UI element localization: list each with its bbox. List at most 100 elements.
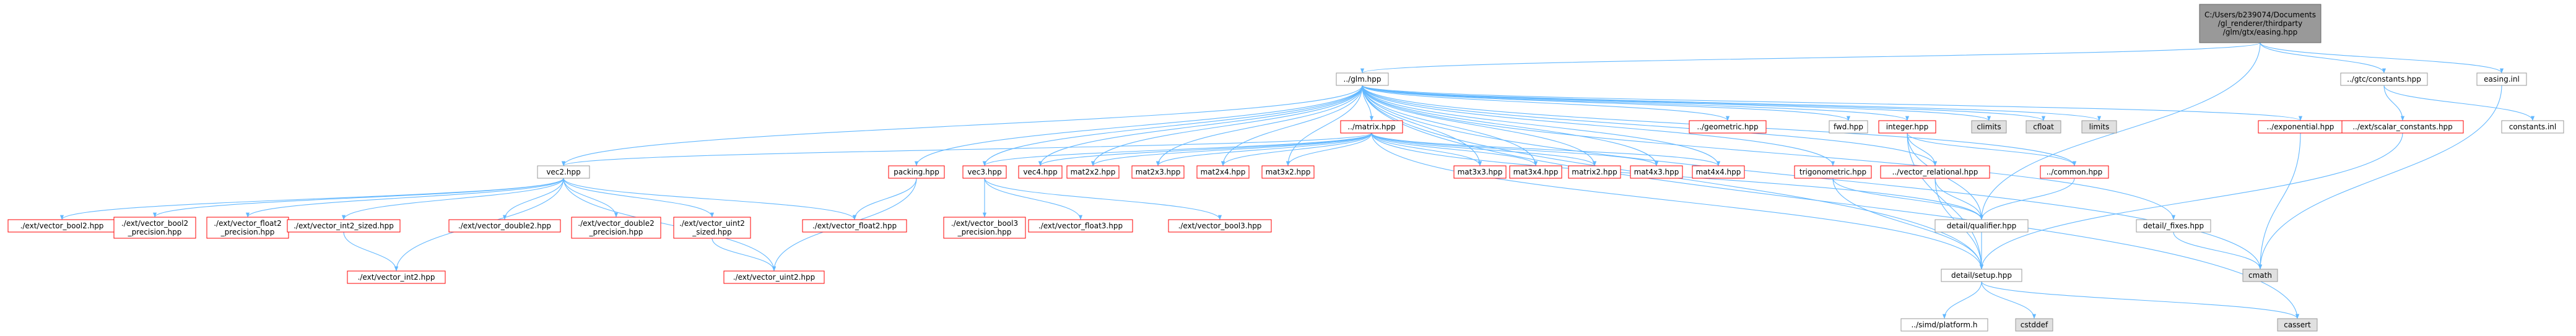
edge-matrix-to-mat2x3	[1156, 132, 1372, 166]
node-label: matrix2.hpp	[1572, 168, 1617, 176]
node-label: detail/setup.hpp	[1951, 271, 2012, 280]
node-label: mat2x3.hpp	[1136, 168, 1181, 176]
node-easing_inl[interactable]: easing.inl	[2476, 72, 2527, 86]
edge-trigonometric-to-setup	[1832, 178, 1984, 270]
edge-setup-to-cassert	[1981, 281, 2299, 319]
node-vector_relational[interactable]: ../vector_relational.hpp	[1880, 165, 1990, 179]
node-label: mat3x4.hpp	[1513, 168, 1559, 176]
node-box	[2199, 4, 2321, 43]
node-box	[1794, 165, 1872, 179]
node-box	[1509, 165, 1562, 179]
node-box	[1131, 165, 1185, 179]
node-box	[1340, 120, 1403, 134]
edge-vec2-to-vector_bool2_prec	[153, 178, 564, 218]
edge-matrix-to-mat4x4	[1371, 132, 1720, 166]
node-qualifier[interactable]: detail/qualifier.hpp	[1934, 219, 2029, 233]
node-label: /glm/gtx/easing.hpp	[2223, 28, 2297, 37]
node-box	[1066, 165, 1120, 179]
node-mat2x3[interactable]: mat2x3.hpp	[1131, 165, 1185, 179]
node-box	[2476, 72, 2527, 86]
node-glm[interactable]: ../glm.hpp	[1336, 72, 1389, 86]
node-root[interactable]: C:/Users/b239074/Documents/gl_renderer/t…	[2199, 4, 2321, 43]
node-vector_float2[interactable]: ./ext/vector_float2.hpp	[802, 219, 907, 233]
edge-integer-to-vector_relational	[1907, 132, 1938, 166]
node-vector_uint2[interactable]: ./ext/vector_uint2.hpp	[723, 270, 825, 284]
node-box	[1934, 219, 2029, 233]
edge-glm-to-vec4	[1038, 85, 1363, 166]
node-vector_int2[interactable]: ./ext/vector_int2.hpp	[347, 270, 446, 284]
node-label: ../geometric.hpp	[1697, 123, 1758, 131]
node-setup[interactable]: detail/setup.hpp	[1941, 269, 2022, 282]
node-label: _sized.hpp	[692, 228, 732, 236]
edge-matrix-to-mat3x4	[1371, 132, 1538, 166]
node-label: ../vector_relational.hpp	[1892, 168, 1978, 176]
node-vector_double2_prec[interactable]: ./ext/vector_double2_precision.hpp	[571, 217, 661, 239]
node-trigonometric[interactable]: trigonometric.hpp	[1794, 165, 1872, 179]
node-vector_bool3_prec[interactable]: ./ext/vector_bool3_precision.hpp	[943, 217, 1026, 239]
node-label: C:/Users/b239074/Documents	[2204, 11, 2316, 19]
node-fixes[interactable]: detail/_fixes.hpp	[2136, 219, 2211, 233]
node-mat2x4[interactable]: mat2x4.hpp	[1196, 165, 1250, 179]
edge-vec2-to-vector_float2	[563, 178, 856, 220]
node-gtc_constants[interactable]: ../gtc/constants.hpp	[2340, 72, 2428, 86]
edge-glm-to-mat4x4	[1362, 85, 1721, 166]
edge-vec2-to-vector_int2_sized	[341, 178, 564, 220]
node-matrix[interactable]: ../matrix.hpp	[1340, 120, 1403, 134]
node-label: ./ext/vector_bool3.hpp	[1178, 222, 1262, 230]
node-exponential[interactable]: ../exponential.hpp	[2258, 120, 2343, 134]
edge-glm-to-vec3	[982, 85, 1363, 166]
node-vector_uint2_sized[interactable]: ./ext/vector_uint2_sized.hpp	[673, 217, 751, 239]
node-geometric[interactable]: ../geometric.hpp	[1689, 120, 1767, 134]
node-limits: limits	[2081, 120, 2117, 134]
node-vector_float2_prec[interactable]: ./ext/vector_float2_precision.hpp	[206, 217, 289, 239]
node-box	[1880, 165, 1990, 179]
edge-glm-to-mat4x3	[1362, 85, 1659, 166]
node-box	[943, 217, 1026, 239]
node-common[interactable]: ../common.hpp	[2040, 165, 2109, 179]
node-integer[interactable]: integer.hpp	[1878, 120, 1936, 134]
node-packing[interactable]: packing.hpp	[888, 165, 945, 179]
node-mat3x3[interactable]: mat3x3.hpp	[1453, 165, 1507, 179]
node-mat3x2[interactable]: mat3x2.hpp	[1261, 165, 1315, 179]
node-vector_bool3[interactable]: ./ext/vector_bool3.hpp	[1168, 219, 1272, 233]
node-label: climits	[1977, 123, 2001, 131]
node-constants_inl[interactable]: constants.inl	[2501, 120, 2564, 134]
node-box	[1829, 120, 1868, 134]
edge-matrix-to-vec3	[983, 132, 1372, 166]
node-vector_double2[interactable]: ./ext/vector_double2.hpp	[448, 219, 561, 233]
node-matrix2[interactable]: matrix2.hpp	[1568, 165, 1621, 179]
node-mat3x4[interactable]: mat3x4.hpp	[1509, 165, 1562, 179]
node-mat4x3[interactable]: mat4x3.hpp	[1630, 165, 1683, 179]
node-vector_bool2_prec[interactable]: ./ext/vector_bool2_precision.hpp	[113, 217, 196, 239]
node-cfloat: cfloat	[2026, 120, 2061, 134]
edge-glm-to-mat3x2	[1286, 85, 1363, 166]
node-label: ./ext/vector_bool2.hpp	[20, 222, 104, 230]
node-vec3[interactable]: vec3.hpp	[962, 165, 1007, 179]
edge-matrix-to-setup	[1371, 132, 1984, 270]
edge-glm-to-fwd	[1362, 85, 1850, 121]
node-box	[888, 165, 945, 179]
node-label: fwd.hpp	[1834, 123, 1863, 131]
node-box	[571, 217, 661, 239]
node-box	[1168, 219, 1272, 233]
edge-root-to-gtc_constants	[2260, 42, 2387, 74]
node-box	[2040, 165, 2109, 179]
node-platform[interactable]: ../simd/platform.h	[1900, 318, 1988, 332]
node-vec2[interactable]: vec2.hpp	[537, 165, 590, 179]
node-vector_int2_sized[interactable]: ./ext/vector_int2_sized.hpp	[287, 219, 401, 233]
node-label: ./ext/vector_bool2	[121, 219, 188, 228]
node-vec4[interactable]: vec4.hpp	[1018, 165, 1063, 179]
node-label: cstddef	[2021, 321, 2048, 329]
node-vector_bool2[interactable]: ./ext/vector_bool2.hpp	[7, 219, 116, 233]
edge-root-to-qualifier	[1979, 42, 2261, 220]
node-vector_float3[interactable]: ./ext/vector_float3.hpp	[1028, 219, 1133, 233]
node-box	[1196, 165, 1250, 179]
node-mat2x2[interactable]: mat2x2.hpp	[1066, 165, 1120, 179]
edge-vec3-to-vector_bool3	[984, 178, 1222, 220]
node-box	[1878, 120, 1936, 134]
edge-matrix-to-vec2	[562, 132, 1372, 166]
node-label: _precision.hpp	[957, 228, 1012, 236]
node-mat4x4[interactable]: mat4x4.hpp	[1692, 165, 1745, 179]
node-fwd[interactable]: fwd.hpp	[1829, 120, 1868, 134]
node-scalar_constants[interactable]: ../ext/scalar_constants.hpp	[2341, 120, 2464, 134]
